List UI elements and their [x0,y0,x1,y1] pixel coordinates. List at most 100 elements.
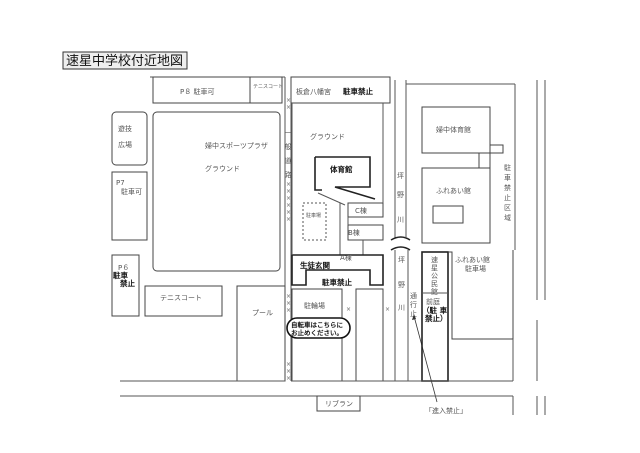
p6-label: P６ [118,264,129,272]
svg-text:×: × [286,195,291,202]
gym-label: 体育館 [330,164,353,174]
svg-text:般: 般 [285,142,292,151]
svg-text:通: 通 [410,291,417,300]
p7-lot [111,171,148,241]
svg-text:坪: 坪 [397,172,404,180]
svg-text:道: 道 [285,156,292,165]
p7-label: P7 [116,179,125,187]
svg-text:止: 止 [410,309,417,318]
tennis-court [144,285,223,317]
tennis-court-small [249,76,283,104]
libran-building [316,395,361,412]
shrine-no-parking: 駐車禁止 [343,86,373,96]
svg-text:館: 館 [431,287,438,296]
svg-text:民: 民 [431,280,438,288]
bicycle-note-2: お止めください。 [291,328,343,337]
svg-text:野: 野 [398,281,405,289]
svg-text:×: × [286,375,291,382]
svg-text:禁: 禁 [504,184,511,192]
svg-text:×: × [286,361,291,368]
svg-text:×: × [286,181,291,188]
p6-lot [111,254,140,317]
p7-parking-label: 駐車可 [121,187,142,196]
p6-no-parking-1: 駐車 [113,270,128,280]
no-parking-zone-label: 駐 車 禁 止 区 域 [504,163,511,222]
svg-text:坪: 坪 [398,256,405,264]
p8-label: P８ 駐車可 [180,87,214,96]
svg-text:×: × [286,209,291,216]
svg-text:川: 川 [397,216,404,224]
school-ground-label: グラウンド [310,132,345,141]
map-title: 速星中学校付近地図 [66,53,183,69]
building-a [291,254,384,286]
svg-text:野: 野 [397,191,404,199]
svg-text:路: 路 [285,170,292,179]
sports-plaza-label: 婦中スポーツプラザ [205,141,268,150]
building-b [347,224,384,241]
libran-label: リブラン [325,399,353,408]
shrine-label: 板倉八幡宮 [296,87,331,96]
river-label-lower: 坪 野 川 [398,256,405,312]
svg-text:×: × [286,104,291,111]
svg-text:公: 公 [431,272,438,280]
p6-no-parking-2: 禁止 [120,278,135,288]
fence-marks: ×× ×××××× ××× ××× ×× [286,97,390,382]
front-yard-label: 前庭 [426,297,440,306]
river-label-upper: 坪 野 川 [397,172,404,224]
front-yard-no-parking-1: （駐 車 [422,305,448,315]
svg-text:×: × [286,307,291,314]
pool [236,285,286,382]
svg-text:行: 行 [410,300,417,309]
building-b-label: B棟 [348,228,360,237]
no-entry-arrow [413,315,438,403]
bicycle-note-bubble [286,317,351,339]
play-area-label-1: 遊技 [118,124,132,133]
svg-text:×: × [286,293,291,300]
sports-plaza-ground [152,111,281,272]
svg-text:車: 車 [504,173,511,182]
svg-text:駐: 駐 [504,163,511,172]
building-a-label: A棟 [340,253,352,262]
building-c-label: C棟 [355,206,367,215]
bicycle-note-1: 自転車はこちらに [291,320,343,329]
school-no-parking-label: 駐車禁止 [322,277,352,287]
building-c [347,202,384,218]
svg-text:×: × [286,216,291,223]
pool-label: プール [252,309,273,317]
fureai-parking-label-1: ふれあい館 [455,255,490,264]
community-center-label: 速 星 公 民 館 [431,256,438,296]
general-road-label: 一 般 道 路 [285,129,292,179]
svg-text:×: × [346,306,351,313]
student-entrance-label: 生徒玄関 [300,260,330,270]
fureai-parking [448,250,514,340]
svg-text:区: 区 [504,204,511,212]
school-parking-label: 駐車場 [306,212,321,219]
svg-text:止: 止 [504,193,511,202]
svg-text:×: × [385,306,390,313]
svg-text:一: 一 [285,129,292,137]
tennis-court-label: テニスコート [160,294,202,302]
tennis-small-label: テニスコート [253,84,283,90]
road-closed-label: 通 行 止 [410,291,417,318]
play-area [111,111,148,166]
svg-text:×: × [286,368,291,375]
lot-block [355,288,384,382]
svg-text:×: × [286,202,291,209]
svg-text:×: × [286,300,291,307]
school-parking-lot [302,202,327,241]
play-area-label-2: 広場 [118,140,132,149]
bicycle-parking-label: 駐輪場 [304,301,325,310]
fuchu-gym [421,106,491,154]
svg-text:川: 川 [398,304,405,312]
front-yard-no-parking-2: 禁止） [425,313,448,323]
svg-text:×: × [286,188,291,195]
no-entry-label: 「進入禁止」 [425,406,467,415]
sports-ground-label: グラウンド [205,164,240,173]
svg-text:星: 星 [431,264,438,272]
fureai-hall [421,167,491,244]
shrine-block [290,76,391,104]
fureai-hall-label: ふれあい館 [436,186,471,195]
svg-text:速: 速 [431,256,438,264]
fuchu-gym-label: 婦中体育館 [436,125,471,134]
